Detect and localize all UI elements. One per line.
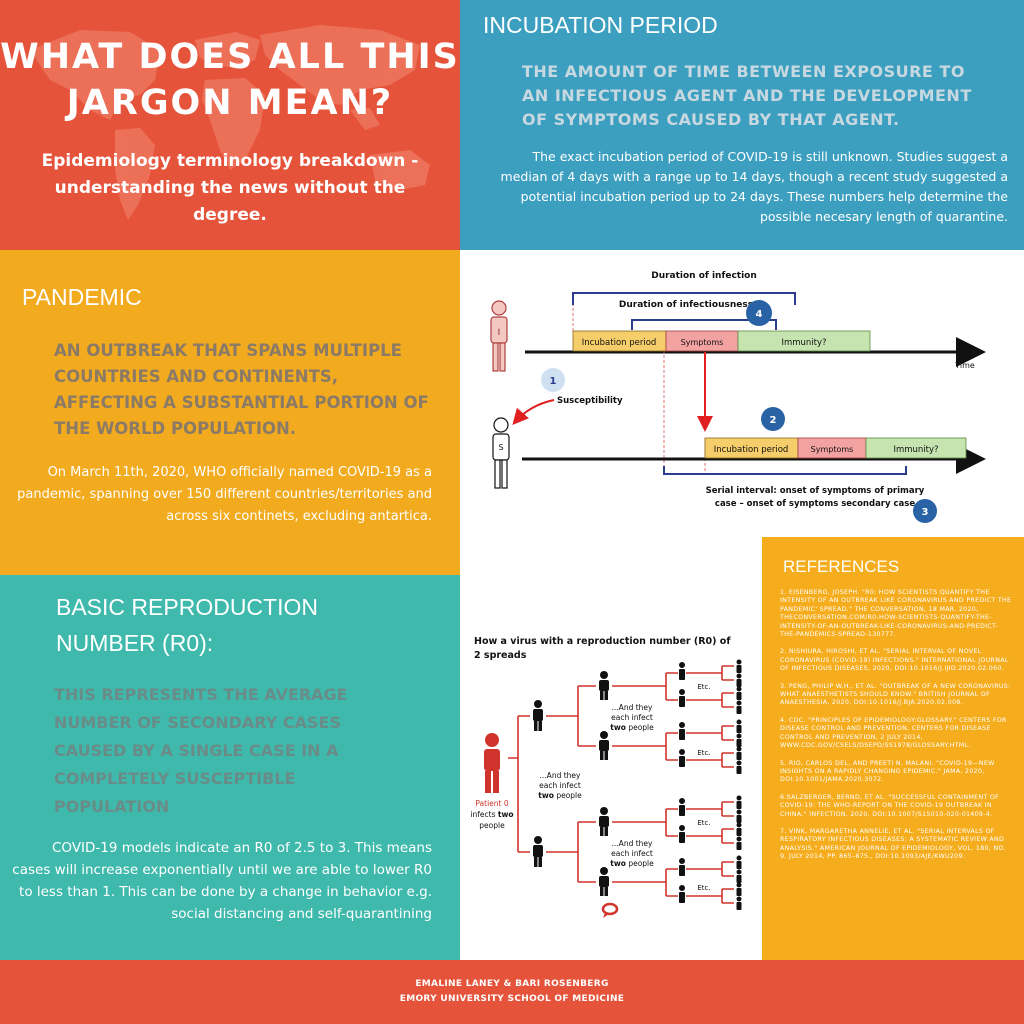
badge-3-label: 3 [922, 507, 929, 518]
symptoms-box-1-label: Symptoms [681, 338, 724, 347]
duration-infectiousness-label: Duration of infectiousness [619, 300, 753, 310]
lower-label-line1: ...And they [612, 839, 653, 848]
references-heading: REFERENCES [783, 557, 900, 576]
r0-panel: BASIC REPRODUCTION NUMBER (R0): THIS REP… [0, 575, 460, 960]
incubation-body: The exact incubation period of COVID-19 … [500, 149, 1008, 224]
reference-item: 4. CDC. "Principles of Epidemiology:Glos… [780, 716, 1007, 750]
speech-bubble-icon [601, 902, 619, 918]
upper-label-line3: two people [610, 723, 654, 732]
person-icon [599, 671, 609, 700]
page-subtitle: Epidemiology terminology breakdown - und… [41, 151, 419, 225]
r0-body: COVID-19 models indicate an R0 of 2.5 to… [12, 840, 432, 922]
footer-institution: EMORY UNIVERSITY SCHOOL OF MEDICINE [399, 994, 625, 1004]
mid-label-line3: two people [538, 791, 582, 800]
badge-2 [761, 407, 785, 431]
reference-item: 1. Eisenberg, Joseph. "R0: How Scientist… [780, 589, 1012, 639]
reference-item: 5. Rio, Carlos Del, and Preeti N. Malani… [780, 759, 995, 784]
pandemic-definition: AN OUTBREAK THAT SPANS MULTIPLE COUNTRIE… [54, 341, 429, 438]
pandemic-panel: PANDEMIC AN OUTBREAK THAT SPANS MULTIPLE… [0, 250, 460, 575]
mid-label-line1: ...And they [540, 771, 581, 780]
timeline-figure: Duration of infection Duration of infect… [460, 250, 1024, 540]
patient-zero-people: people [479, 821, 505, 830]
infectiousness-bracket [631, 319, 777, 330]
pandemic-body: On March 11th, 2020, WHO officially name… [17, 465, 432, 524]
incubation-box-1-label: Incubation period [582, 338, 657, 348]
incubation-box-2-label: Incubation period [714, 445, 789, 455]
etc-label-2: Etc. [697, 749, 710, 757]
susceptibility-arrow [512, 399, 555, 425]
lower-label-line2: each infect [611, 849, 653, 858]
level4-people [736, 659, 742, 910]
person-icon [490, 300, 508, 372]
person-icon [533, 700, 543, 731]
footer: EMALINE LANEY & BARI ROSENBERG EMORY UNI… [0, 960, 1024, 1024]
r0-definition: THIS REPRESENTS THE AVERAGE NUMBER OF SE… [54, 685, 348, 816]
level3-people [679, 662, 685, 903]
footer-authors: EMALINE LANEY & BARI ROSENBERG [415, 979, 609, 989]
immunity-box-1 [737, 330, 871, 352]
incubation-panel: INCUBATION PERIOD THE AMOUNT OF TIME BET… [460, 0, 1024, 250]
person-i-label: I [498, 328, 501, 338]
immunity-box-2 [865, 437, 967, 459]
person-icon [533, 836, 543, 867]
serial-interval-line2: case – onset of symptoms secondary case [715, 499, 915, 509]
person-icon [599, 867, 609, 896]
immunity-box-2-label: Immunity? [893, 445, 938, 455]
immunity-box-1-label: Immunity? [781, 338, 826, 348]
person-icon [492, 417, 510, 489]
upper-label-line1: ...And they [612, 703, 653, 712]
reference-item: 6.Salzberger, Bernd, et al. "Successful … [780, 793, 1000, 818]
lower-label-line3: two people [610, 859, 654, 868]
mid-label-line2: each infect [539, 781, 581, 790]
tree-branches [508, 665, 734, 904]
person-icon [599, 731, 609, 760]
title-panel: WHAT DOES ALL THIS JARGON MEAN? Epidemio… [0, 0, 460, 250]
badge-3 [913, 499, 937, 523]
badge-1 [541, 368, 565, 392]
patient-zero-infects: infects two [470, 810, 513, 819]
incubation-definition: THE AMOUNT OF TIME BETWEEN EXPOSURE TO A… [522, 62, 972, 129]
serial-interval-bracket [663, 466, 907, 475]
time-label: Time [954, 361, 975, 370]
patient-zero-icon [484, 733, 500, 793]
infection-bracket [572, 292, 796, 305]
badge-2-label: 2 [770, 415, 777, 426]
tree-title-line2: 2 spreads [474, 650, 527, 661]
badge-4-label: 4 [756, 309, 763, 320]
serial-interval-line1: Serial interval: onset of symptoms of pr… [706, 486, 925, 496]
patient-zero-label: Patient 0 [475, 799, 508, 808]
etc-label-3: Etc. [697, 819, 710, 827]
incubation-heading: INCUBATION PERIOD [483, 12, 718, 38]
etc-label-1: Etc. [697, 683, 710, 691]
r0-tree-figure: How a virus with a reproduction number (… [460, 540, 762, 960]
tree-title-line1: How a virus with a reproduction number (… [474, 636, 731, 647]
reference-item: 7. Vink, Margaretha Annelie, et al. "Ser… [780, 827, 1006, 861]
reference-item: 3. Peng, Philip W.H., et al. "Outbreak o… [780, 682, 1011, 707]
etc-label-4: Etc. [697, 884, 710, 892]
susceptibility-label: Susceptibility [557, 396, 623, 406]
badge-1-label: 1 [550, 376, 557, 387]
r0-heading: BASIC REPRODUCTION NUMBER (R0): [56, 594, 318, 656]
person-icon [599, 807, 609, 836]
world-map-icon [30, 25, 430, 220]
person-s-label: S [498, 443, 503, 452]
symptoms-box-2-label: Symptoms [811, 445, 854, 454]
page-title: WHAT DOES ALL THIS JARGON MEAN? [0, 37, 460, 123]
duration-infection-label: Duration of infection [651, 271, 757, 281]
references-list: 1. Eisenberg, Joseph. "R0: How Scientist… [780, 589, 1012, 871]
badge-4 [746, 300, 772, 326]
reference-item: 2. Nishiura, Hiroshi, et al. "Serial Int… [780, 648, 1009, 673]
upper-label-line2: each infect [611, 713, 653, 722]
references-panel: REFERENCES 1. Eisenberg, Joseph. "R0: Ho… [762, 537, 1024, 960]
pandemic-heading: PANDEMIC [22, 284, 142, 310]
